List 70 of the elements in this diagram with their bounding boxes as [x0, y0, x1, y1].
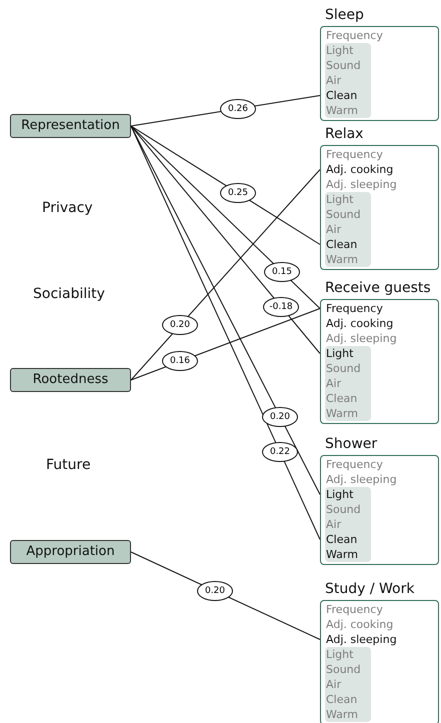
edge-label: 0.16	[162, 351, 198, 372]
attribute-label: Clean	[325, 391, 371, 406]
attribute-band	[325, 487, 371, 562]
attribute-label: Air	[325, 73, 371, 88]
factor-box: Representation	[10, 114, 131, 138]
attribute-label: Sound	[325, 361, 371, 376]
attribute-label: Air	[325, 222, 371, 237]
attribute-label: Sound	[325, 207, 371, 222]
activity-panel	[320, 600, 439, 723]
activity-panel	[320, 26, 439, 121]
activity-panel	[320, 299, 439, 424]
attribute-label: Adj. sleeping	[325, 177, 438, 192]
edge-label: 0.26	[220, 98, 256, 119]
activity-panel	[320, 145, 439, 270]
attribute-label: Warm	[325, 547, 371, 562]
activity-panel	[320, 455, 439, 565]
attribute-label: Adj. sleeping	[325, 472, 438, 487]
attribute-label: Light	[325, 487, 371, 502]
attribute-label: Air	[325, 677, 371, 692]
attribute-label: Warm	[325, 707, 371, 722]
attribute-band	[325, 192, 371, 267]
attribute-label: Sound	[325, 58, 371, 73]
attribute-label: Clean	[325, 237, 371, 252]
attribute-label: Adj. cooking	[325, 162, 438, 177]
factor-box: Rootedness	[10, 368, 131, 392]
attribute-label: Clean	[325, 532, 371, 547]
attribute-label: Sound	[325, 662, 371, 677]
edge-label: 0.20	[262, 406, 298, 426]
edge-label: 0.20	[162, 315, 198, 336]
attribute-label: Adj. cooking	[325, 617, 438, 632]
panel-heading: Study / Work	[325, 581, 414, 597]
edge-label: -0.18	[263, 296, 299, 317]
attribute-label: Adj. sleeping	[325, 331, 438, 346]
connector-line	[130, 126, 320, 309]
attribute-label: Frequency	[325, 457, 438, 472]
attribute-label: Warm	[325, 103, 371, 118]
attribute-label: Clean	[325, 692, 371, 707]
panel-heading: Receive guests	[325, 280, 431, 296]
panel-heading: Sleep	[325, 7, 364, 23]
attribute-band	[325, 346, 371, 421]
attribute-label: Light	[325, 346, 371, 361]
edge-label: 0.22	[262, 442, 298, 462]
attribute-label: Frequency	[325, 301, 438, 316]
connector-line	[130, 169, 320, 380]
attribute-label: Warm	[325, 406, 371, 421]
attribute-label: Clean	[325, 88, 371, 103]
attribute-label: Frequency	[325, 602, 438, 617]
attribute-band	[325, 647, 371, 722]
connector-line	[130, 126, 320, 354]
attribute-label: Sound	[325, 502, 371, 517]
edge-label: 0.25	[220, 183, 256, 204]
dimension-label: Sociability	[33, 286, 105, 302]
edge-label: 0.20	[197, 580, 233, 601]
attribute-label: Warm	[325, 252, 371, 267]
attribute-label: Adj. cooking	[325, 316, 438, 331]
attribute-label: Frequency	[325, 147, 438, 162]
attribute-label: Air	[325, 376, 371, 391]
dimension-label: Future	[46, 457, 91, 473]
attribute-label: Light	[325, 192, 371, 207]
attribute-band	[325, 43, 371, 118]
edge-label: 0.15	[264, 262, 300, 282]
dimension-label: Privacy	[42, 200, 93, 216]
factor-box: Appropriation	[10, 540, 131, 564]
panel-heading: Relax	[325, 126, 364, 142]
attribute-label: Adj. sleeping	[325, 632, 438, 647]
attribute-label: Light	[325, 43, 371, 58]
attribute-label: Frequency	[325, 28, 438, 43]
attribute-label: Light	[325, 647, 371, 662]
panel-heading: Shower	[325, 436, 378, 452]
attribute-label: Air	[325, 517, 371, 532]
